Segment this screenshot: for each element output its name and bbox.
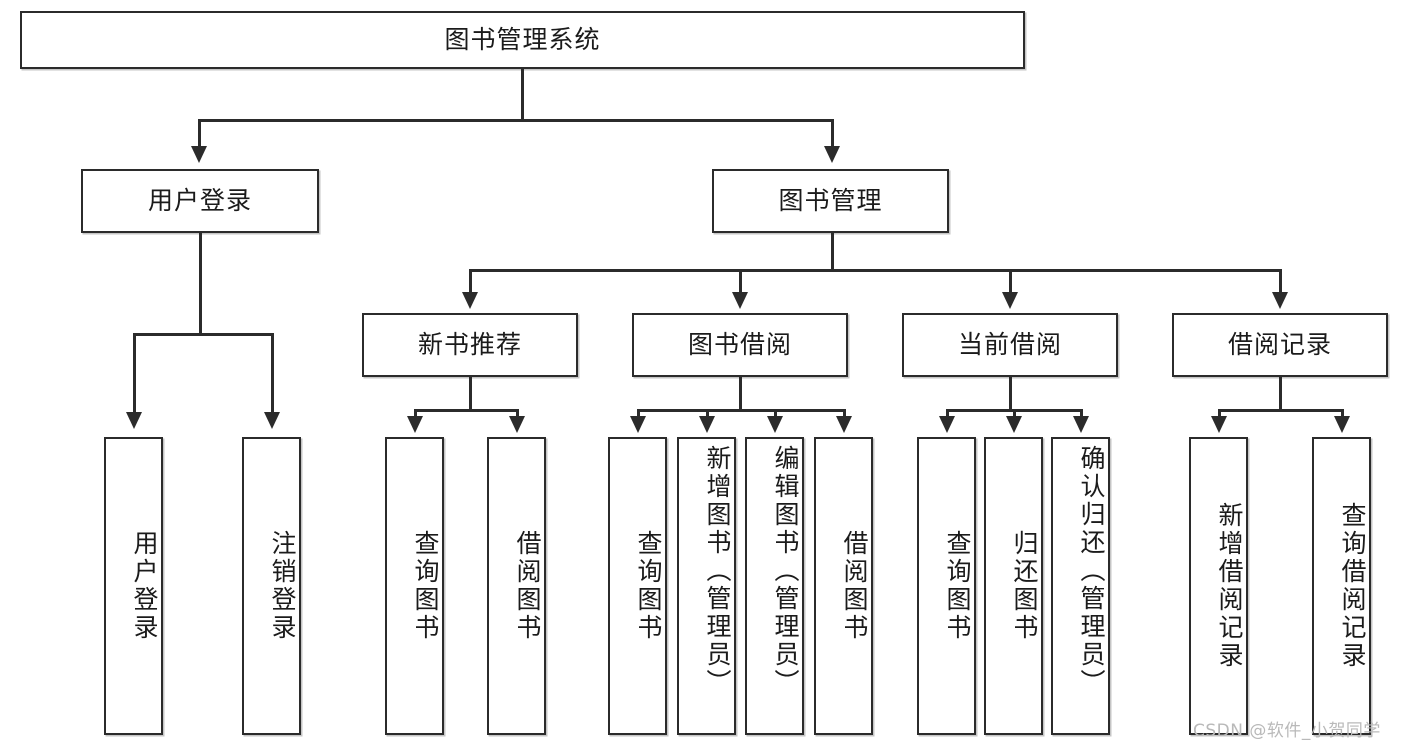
connector-borrow-record-stem <box>1279 377 1282 411</box>
arrowhead-bb-leaf-2 <box>699 416 715 433</box>
arrowhead-cb-leaf-3 <box>1073 416 1089 433</box>
arrowhead-user-login <box>191 146 207 163</box>
leaf-query-book-borrow[interactable]: 查询图书 <box>608 437 667 735</box>
connector-drop-nb-leaf-2 <box>516 409 519 419</box>
arrowhead-bb-leaf-1 <box>630 416 646 433</box>
node-label: 查询借阅记录 <box>1338 502 1367 670</box>
connector-drop-current-borrow <box>1009 269 1012 295</box>
leaf-add-book-admin[interactable]: 新增图书（管理员） <box>677 437 736 735</box>
connector-root-stem <box>521 69 524 121</box>
node-current-borrow[interactable]: 当前借阅 <box>902 313 1118 377</box>
leaf-query-borrow-record[interactable]: 查询借阅记录 <box>1312 437 1371 735</box>
arrowhead-br-leaf-1 <box>1211 416 1227 433</box>
node-label: 当前借阅 <box>957 330 1062 360</box>
node-new-book-recommend[interactable]: 新书推荐 <box>362 313 578 377</box>
leaf-logout[interactable]: 注销登录 <box>242 437 301 735</box>
node-borrow-record[interactable]: 借阅记录 <box>1172 313 1388 377</box>
arrowhead-cb-leaf-2 <box>1006 416 1022 433</box>
leaf-user-login[interactable]: 用户登录 <box>104 437 163 735</box>
arrowhead-current-borrow <box>1002 292 1018 309</box>
connector-drop-bb-leaf-1 <box>637 409 640 419</box>
leaf-add-borrow-record[interactable]: 新增借阅记录 <box>1189 437 1248 735</box>
node-label: 查询图书 <box>411 530 440 642</box>
node-label: 用户登录 <box>130 530 159 642</box>
arrowhead-login-leaf-1 <box>126 412 142 429</box>
connector-drop-login-leaf-1 <box>133 333 136 415</box>
connector-level1-bus <box>198 119 833 122</box>
connector-drop-nb-leaf-1 <box>414 409 417 419</box>
connector-new-book-stem <box>469 377 472 411</box>
connector-drop-br-leaf-1 <box>1218 409 1221 419</box>
connector-drop-br-leaf-2 <box>1341 409 1344 419</box>
arrowhead-book-management <box>824 146 840 163</box>
node-label: 图书借阅 <box>687 330 792 360</box>
connector-drop-cb-leaf-1 <box>946 409 949 419</box>
node-root-book-management-system[interactable]: 图书管理系统 <box>20 11 1025 69</box>
node-label: 归还图书 <box>1010 530 1039 642</box>
arrowhead-bb-leaf-4 <box>836 416 852 433</box>
leaf-query-book-recommend[interactable]: 查询图书 <box>385 437 444 735</box>
connector-drop-login-leaf-2 <box>271 333 274 415</box>
connector-user-login-bus <box>133 333 273 336</box>
leaf-borrow-book[interactable]: 借阅图书 <box>814 437 873 735</box>
connector-drop-cb-leaf-2 <box>1013 409 1016 419</box>
node-label: 借阅记录 <box>1227 330 1332 360</box>
arrowhead-borrow-record <box>1272 292 1288 309</box>
node-label: 查询图书 <box>943 530 972 642</box>
arrowhead-bb-leaf-3 <box>767 416 783 433</box>
connector-borrow-record-bus <box>1218 409 1343 412</box>
leaf-return-book[interactable]: 归还图书 <box>984 437 1043 735</box>
connector-drop-new-book <box>469 269 472 295</box>
node-book-borrow[interactable]: 图书借阅 <box>632 313 848 377</box>
arrowhead-nb-leaf-1 <box>407 416 423 433</box>
node-label: 图书管理系统 <box>444 25 601 55</box>
connector-drop-borrow-record <box>1279 269 1282 295</box>
connector-new-book-bus <box>414 409 518 412</box>
leaf-borrow-book-recommend[interactable]: 借阅图书 <box>487 437 546 735</box>
node-label: 新增图书（管理员） <box>703 445 732 697</box>
node-label: 借阅图书 <box>840 530 869 642</box>
arrowhead-book-borrow <box>732 292 748 309</box>
connector-drop-book-management <box>831 119 834 149</box>
arrowhead-login-leaf-2 <box>264 412 280 429</box>
leaf-edit-book-admin[interactable]: 编辑图书（管理员） <box>745 437 804 735</box>
node-label: 注销登录 <box>268 530 297 642</box>
connector-book-borrow-bus <box>637 409 845 412</box>
connector-drop-cb-leaf-3 <box>1080 409 1083 419</box>
connector-drop-bb-leaf-3 <box>774 409 777 419</box>
connector-drop-bb-leaf-4 <box>843 409 846 419</box>
arrowhead-cb-leaf-1 <box>939 416 955 433</box>
node-label: 新增借阅记录 <box>1215 502 1244 670</box>
arrowhead-br-leaf-2 <box>1334 416 1350 433</box>
leaf-confirm-return-admin[interactable]: 确认归还（管理员） <box>1051 437 1110 735</box>
connector-current-borrow-stem <box>1009 377 1012 411</box>
connector-drop-bb-leaf-2 <box>706 409 709 419</box>
node-label: 图书管理 <box>778 186 883 216</box>
node-label: 借阅图书 <box>513 530 542 642</box>
connector-drop-user-login <box>198 119 201 149</box>
connector-level2-bus <box>469 269 1282 272</box>
connector-book-borrow-stem <box>739 377 742 411</box>
node-label: 编辑图书（管理员） <box>771 445 800 697</box>
arrowhead-new-book <box>462 292 478 309</box>
node-user-login[interactable]: 用户登录 <box>81 169 319 233</box>
arrowhead-nb-leaf-2 <box>509 416 525 433</box>
csdn-watermark: CSDN @软件_小贺同学 <box>1193 721 1381 741</box>
node-label: 查询图书 <box>634 530 663 642</box>
node-book-management[interactable]: 图书管理 <box>712 169 949 233</box>
connector-drop-book-borrow <box>739 269 742 295</box>
node-label: 确认归还（管理员） <box>1077 445 1106 697</box>
leaf-query-book-current[interactable]: 查询图书 <box>917 437 976 735</box>
connector-user-login-stem <box>199 233 202 335</box>
node-label: 新书推荐 <box>417 330 522 360</box>
node-label: 用户登录 <box>147 186 252 216</box>
connector-book-management-stem <box>831 233 834 271</box>
